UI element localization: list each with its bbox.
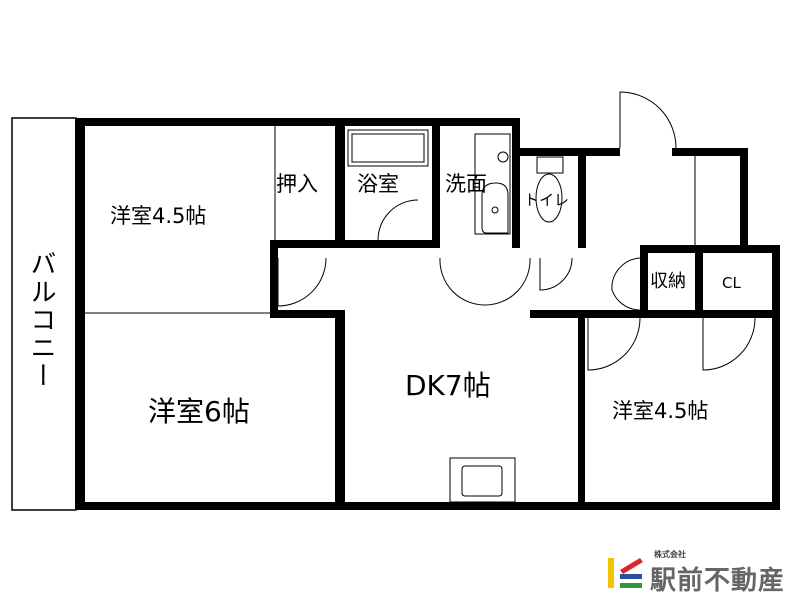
- fixtures: [79, 91, 777, 503]
- room-label-bath: 浴室: [357, 172, 399, 196]
- logo-mark-icon: [608, 558, 643, 588]
- room-label-cl: CL: [722, 274, 741, 292]
- room-label-storage: 収納: [650, 271, 686, 292]
- room-label-western-sw: 洋室6帖: [148, 395, 250, 428]
- room-label-western-e: 洋室4.5帖: [612, 399, 709, 423]
- company-logo: 株式会社 駅前不動産: [606, 548, 796, 596]
- room-label-toilet: トイレ: [524, 191, 570, 209]
- room-label-western-nw: 洋室4.5帖: [110, 204, 207, 228]
- room-label-closet: 押入: [276, 172, 318, 196]
- logo-company-type: 株式会社: [654, 550, 686, 559]
- walls: [75, 118, 780, 510]
- room-label-washroom: 洗面: [445, 172, 487, 196]
- room-label-balcony: バルコニー: [26, 250, 56, 390]
- logo-company-name: 駅前不動産: [650, 566, 786, 596]
- room-label-dk: DK7帖: [405, 369, 491, 402]
